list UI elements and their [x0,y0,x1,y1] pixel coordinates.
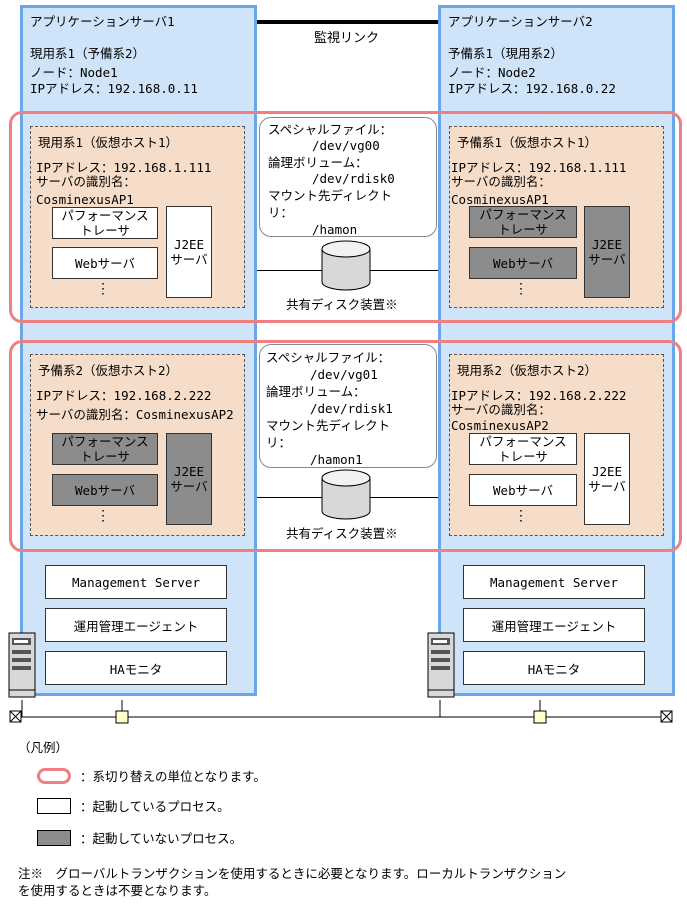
legend-running-text: ：起動しているプロセス。 [80,799,230,814]
app-server-2-node: ノード：Node2 [448,65,536,80]
callout-line: /dev/vg00 [312,138,380,153]
server-alias-label: サーバの識別名： [36,174,136,189]
management-server-1: Management Server [45,565,227,599]
shared-disk-callout-2 [259,344,437,468]
callout-line: 論理ボリューム： [268,155,368,170]
server-alias: CosminexusAP1 [36,192,134,207]
more-processes-dots: ⋮ [96,508,110,524]
web-server-running: Webサーバ [469,474,577,506]
shared-disk-icon [321,240,371,291]
monitor-link-line [256,20,439,24]
shared-disk-label: 共有ディスク装置※ [286,297,398,312]
server-alias-label: サーバの識別名： [451,402,551,417]
app-server-1-node: ノード：Node1 [30,65,118,80]
agent-2: 運用管理エージェント [463,608,645,642]
callout-line: スペシャルファイル： [266,350,391,365]
legend-stopped-swatch [37,830,71,846]
callout-line: 論理ボリューム： [266,384,366,399]
app-server-2-title: アプリケーションサーバ2 [448,14,593,29]
callout-line: リ： [266,435,292,450]
app-server-2-ip: IPアドレス：192.168.0.22 [448,81,616,96]
management-server-2: Management Server [463,565,645,599]
app-server-1-title: アプリケーションサーバ1 [30,14,175,29]
switchover-unit-1 [9,111,682,323]
more-processes-dots: ⋮ [514,508,528,524]
legend-pair-text: ：系切り替えの単位となります。 [80,769,266,784]
server-alias: CosminexusAP2 [451,418,549,433]
web-server-running: Webサーバ [52,247,158,279]
monitor-link-label: 監視リンク [314,31,380,46]
virtual-host-title: 予備系1（仮想ホスト1） [457,135,598,150]
note-line-2: を使用するときは不要となります。 [18,883,217,898]
agent-1: 運用管理エージェント [45,608,227,642]
legend-stopped-text: ：起動していないプロセス。 [80,831,243,846]
shared-disk-label: 共有ディスク装置※ [286,526,398,541]
performance-tracer-running: パフォーマンストレーサ [52,207,158,239]
server-alias-line: サーバの識別名：CosminexusAP2 [36,407,234,422]
server-machine-icon [427,632,455,698]
ha-monitor-2: HAモニタ [463,651,645,685]
callout-line: スペシャルファイル： [268,122,393,137]
shared-disk-icon [321,469,371,520]
callout-line: /dev/rdisk0 [312,171,395,186]
virtual-host-ip: IPアドレス：192.168.1.111 [36,160,212,175]
more-processes-dots: ⋮ [514,281,528,297]
performance-tracer-stopped: パフォーマンストレーサ [469,206,577,238]
virtual-host-ip: IPアドレス：192.168.2.222 [36,388,212,403]
callout-line: リ： [268,205,294,220]
server-alias: CosminexusAP1 [451,192,549,207]
web-server-stopped: Webサーバ [52,474,158,506]
switchover-unit-2 [9,340,682,552]
callout-line: /dev/rdisk1 [310,401,393,416]
callout-line: マウント先ディレクト [266,418,391,433]
more-processes-dots: ⋮ [96,281,110,297]
virtual-host-ip: IPアドレス：192.168.1.111 [451,160,627,175]
virtual-host-title: 現用系2（仮想ホスト2） [457,363,598,378]
note-line-1: 注※ グローバルトランザクションを使用するときに必要となります。ローカルトランザ… [18,866,567,881]
ha-monitor-1: HAモニタ [45,651,227,685]
app-server-2-role: 予備系1（現用系2） [448,46,564,61]
virtual-host-title: 予備系2（仮想ホスト2） [38,363,179,378]
callout-line: /hamon1 [310,452,363,467]
performance-tracer-running: パフォーマンストレーサ [469,433,577,465]
shared-disk-callout-1 [259,117,437,237]
virtual-host-ip: IPアドレス：192.168.2.222 [451,388,627,403]
server-alias-label: サーバの識別名： [451,174,551,189]
virtual-host-title: 現用系1（仮想ホスト1） [38,135,179,150]
network-bus [9,700,673,724]
legend-pair-swatch [37,768,71,784]
performance-tracer-stopped: パフォーマンストレーサ [52,433,158,465]
server-machine-icon [8,632,36,698]
legend-running-swatch [37,798,71,814]
callout-line: /hamon [312,222,358,237]
app-server-1-ip: IPアドレス：192.168.0.11 [30,81,198,96]
callout-line: /dev/vg01 [310,367,378,382]
callout-line: マウント先ディレクト [268,188,393,203]
legend-title: （凡例） [18,740,69,755]
web-server-stopped: Webサーバ [469,247,577,279]
app-server-1-role: 現用系1（予備系2） [30,46,146,61]
